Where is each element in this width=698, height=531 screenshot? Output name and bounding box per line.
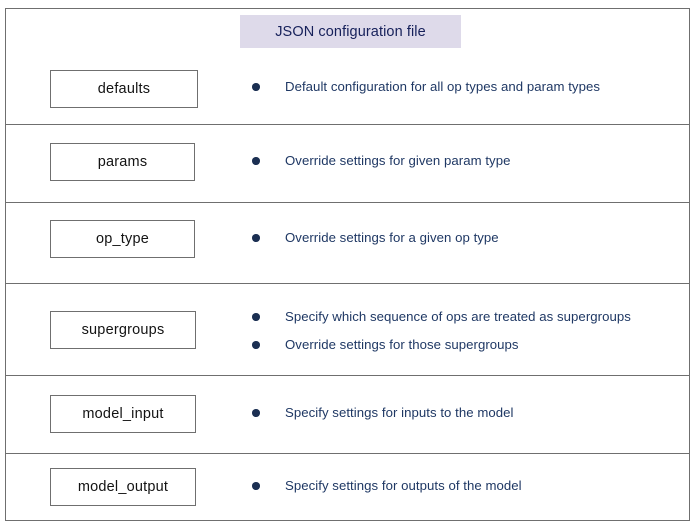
bullet-item: Override settings for those supergroups — [252, 332, 631, 357]
diagram-title-banner: JSON configuration file — [240, 15, 461, 48]
label-box-defaults: defaults — [50, 70, 198, 108]
bullet-item: Specify settings for inputs to the model — [252, 400, 514, 425]
bullet-item: Override settings for given param type — [252, 148, 510, 173]
bullet-text: Specify settings for outputs of the mode… — [285, 478, 522, 493]
bullet-item: Specify settings for outputs of the mode… — [252, 473, 522, 498]
bullet-text: Override settings for a given op type — [285, 230, 499, 245]
bullet-dot-icon — [252, 482, 260, 490]
bullet-text: Specify which sequence of ops are treate… — [285, 309, 631, 324]
bullet-item: Override settings for a given op type — [252, 225, 499, 250]
bullet-list-model-input: Specify settings for inputs to the model — [252, 400, 514, 425]
bullet-item: Default configuration for all op types a… — [252, 74, 600, 99]
label-text-params: params — [97, 154, 148, 170]
diagram-row-params: params Override settings for given param… — [6, 124, 689, 202]
row-divider — [6, 453, 689, 454]
label-box-supergroups: supergroups — [50, 311, 196, 349]
bullet-dot-icon — [252, 313, 260, 321]
diagram-row-model-input: model_input Specify settings for inputs … — [6, 375, 689, 453]
bullet-dot-icon — [252, 83, 260, 91]
bullet-text: Override settings for given param type — [285, 153, 511, 168]
row-divider — [6, 283, 689, 284]
label-text-model-input: model_input — [82, 406, 164, 422]
label-box-model-output: model_output — [50, 468, 196, 506]
bullet-dot-icon — [252, 157, 260, 165]
bullet-list-params: Override settings for given param type — [252, 148, 510, 173]
label-box-params: params — [50, 143, 195, 181]
row-divider — [6, 202, 689, 203]
bullet-text: Override settings for those supergroups — [285, 337, 519, 352]
diagram-row-op-type: op_type Override settings for a given op… — [6, 202, 689, 283]
label-text-defaults: defaults — [97, 81, 151, 97]
label-box-op-type: op_type — [50, 220, 195, 258]
label-text-supergroups: supergroups — [81, 322, 165, 338]
bullet-text: Specify settings for inputs to the model — [285, 405, 514, 420]
row-divider — [6, 124, 689, 125]
label-text-model-output: model_output — [77, 479, 169, 495]
diagram-row-defaults: defaults Default configuration for all o… — [6, 56, 689, 124]
bullet-list-op-type: Override settings for a given op type — [252, 225, 499, 250]
diagram-row-supergroups: supergroups Specify which sequence of op… — [6, 283, 689, 375]
bullet-dot-icon — [252, 409, 260, 417]
label-text-op-type: op_type — [96, 231, 149, 247]
label-box-model-input: model_input — [50, 395, 196, 433]
row-divider — [6, 375, 689, 376]
bullet-list-supergroups: Specify which sequence of ops are treate… — [252, 304, 631, 357]
diagram-row-model-output: model_output Specify settings for output… — [6, 453, 689, 521]
bullet-dot-icon — [252, 234, 260, 242]
bullet-dot-icon — [252, 341, 260, 349]
bullet-list-defaults: Default configuration for all op types a… — [252, 74, 600, 99]
diagram-title-text: JSON configuration file — [275, 23, 426, 40]
bullet-list-model-output: Specify settings for outputs of the mode… — [252, 473, 522, 498]
bullet-item: Specify which sequence of ops are treate… — [252, 304, 631, 329]
bullet-text: Default configuration for all op types a… — [285, 79, 600, 94]
diagram-outer-frame — [5, 8, 690, 521]
